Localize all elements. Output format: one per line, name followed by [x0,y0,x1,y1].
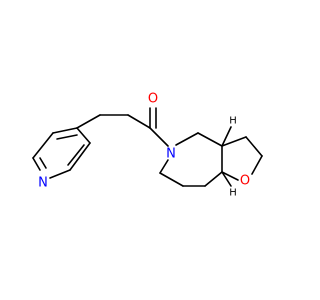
ring-oxygen-label: O [240,174,250,189]
bond [32,157,41,171]
bond [76,127,91,144]
molecule-diagram: O N N O H H [32,91,263,199]
bond [197,132,223,147]
bond [221,126,232,147]
structure-svg: O N N O H H [32,92,263,199]
bond [159,172,184,187]
amide-nitrogen-label: N [166,147,176,162]
bond [56,134,78,140]
bond [52,127,78,134]
bond [221,171,239,181]
bond [159,159,169,174]
pyridine-nitrogen-label: N [38,176,48,191]
propanoyl-chain [76,107,169,147]
bond [221,171,232,187]
carbonyl-oxygen-label: O [148,92,158,107]
bond [127,114,151,129]
bond [251,155,263,175]
bond [69,142,91,171]
bond [245,136,263,157]
bond [39,157,47,169]
bond [32,132,54,159]
bond [221,136,247,147]
bond [175,132,199,146]
stereo-h-bottom-label: H [229,188,237,199]
pyridine-ring [32,127,91,179]
bond [76,114,101,129]
bicyclic-ring [159,126,263,187]
stereo-h-top-label: H [229,116,237,127]
bond [67,144,85,166]
bond [49,169,71,179]
bond [149,127,169,147]
bond [204,171,223,187]
